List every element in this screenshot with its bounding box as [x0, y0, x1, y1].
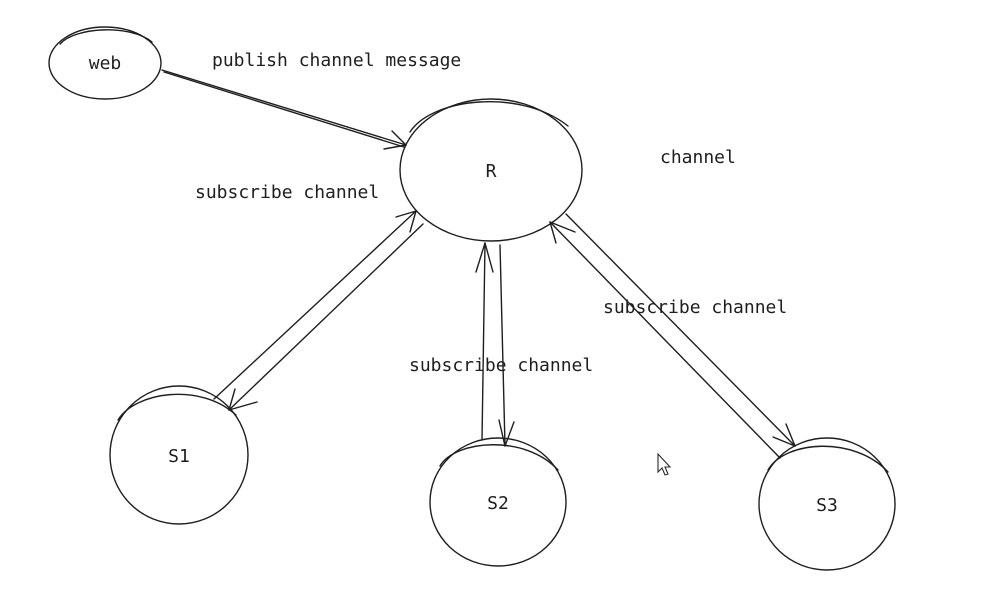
- node-s1-label: S1: [168, 446, 190, 467]
- node-r-label: R: [486, 161, 497, 182]
- node-s1[interactable]: S1: [109, 385, 249, 525]
- arrow-s2-to-r[interactable]: [475, 242, 494, 441]
- label-subscribe-channel-right: subscribe channel: [603, 297, 787, 318]
- label-channel: channel: [660, 147, 736, 168]
- arrow-web-to-r[interactable]: [161, 69, 407, 150]
- node-s3-label: S3: [816, 495, 838, 516]
- arrow-r-to-s1[interactable]: [228, 223, 424, 411]
- label-subscribe-channel-middle: subscribe channel: [409, 355, 593, 376]
- node-s3[interactable]: S3: [758, 437, 896, 571]
- node-r[interactable]: R: [399, 98, 583, 242]
- node-web[interactable]: web: [48, 26, 162, 100]
- node-s2-label: S2: [487, 493, 509, 514]
- node-s2[interactable]: S2: [429, 437, 567, 567]
- arrow-s1-to-r[interactable]: [213, 210, 417, 400]
- label-subscribe-channel-left: subscribe channel: [195, 182, 379, 203]
- mouse-cursor-icon: [657, 452, 672, 476]
- arrow-s3-to-r[interactable]: [549, 221, 781, 459]
- arrow-r-to-s2[interactable]: [498, 244, 515, 447]
- label-publish-channel-message: publish channel message: [212, 50, 461, 71]
- arrow-r-to-s3[interactable]: [565, 213, 796, 447]
- node-web-label: web: [89, 53, 122, 74]
